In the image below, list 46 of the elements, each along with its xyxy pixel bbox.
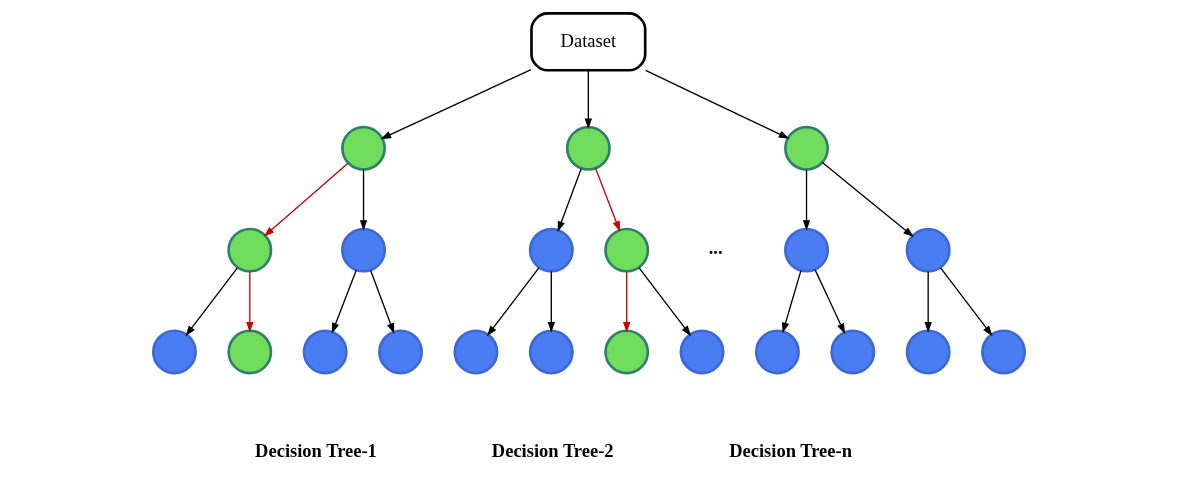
- arrow: [637, 267, 691, 337]
- node-circle: [340, 227, 386, 273]
- arrow: [781, 269, 802, 334]
- node-circle: [340, 125, 386, 171]
- arrow: [584, 69, 592, 130]
- label: ...: [708, 237, 723, 258]
- arrow: [802, 169, 810, 231]
- label: Decision Tree-n: [728, 441, 852, 462]
- arrow: [380, 69, 532, 140]
- node-circle: [528, 329, 574, 375]
- node-circle: [783, 227, 829, 273]
- arrow: [557, 168, 582, 232]
- node-circle: [603, 227, 649, 273]
- node-circle: [565, 125, 611, 171]
- node-circle: [302, 329, 348, 375]
- node-circle: [377, 329, 423, 375]
- node-circle: [603, 329, 649, 375]
- arrow: [184, 267, 238, 337]
- node-circle: [754, 329, 800, 375]
- node-circle: [679, 329, 725, 375]
- node-circle: [528, 227, 574, 273]
- node-circle: [151, 329, 197, 375]
- arrow: [821, 161, 914, 238]
- arrow: [331, 269, 357, 334]
- arrow: [486, 267, 540, 337]
- arrow: [923, 270, 932, 333]
- node-circle: [905, 329, 951, 375]
- arrow: [594, 167, 620, 232]
- node-circle: [980, 329, 1026, 375]
- arrow: [622, 270, 630, 333]
- arrow: [644, 69, 789, 139]
- arrow: [939, 267, 993, 337]
- label: Decision Tree-2: [491, 441, 614, 462]
- arrow: [369, 269, 394, 334]
- arrow: [547, 270, 555, 333]
- node-circle: [783, 125, 829, 171]
- label: Decision Tree-1: [254, 441, 377, 462]
- node-circle: [829, 329, 875, 375]
- node-box: Dataset: [529, 12, 647, 72]
- arrow: [359, 169, 367, 231]
- node-circle: [226, 329, 272, 375]
- node-circle: [452, 329, 498, 375]
- arrow: [813, 269, 845, 335]
- arrow: [245, 270, 254, 333]
- arrow: [263, 162, 349, 237]
- node-circle: [905, 227, 951, 273]
